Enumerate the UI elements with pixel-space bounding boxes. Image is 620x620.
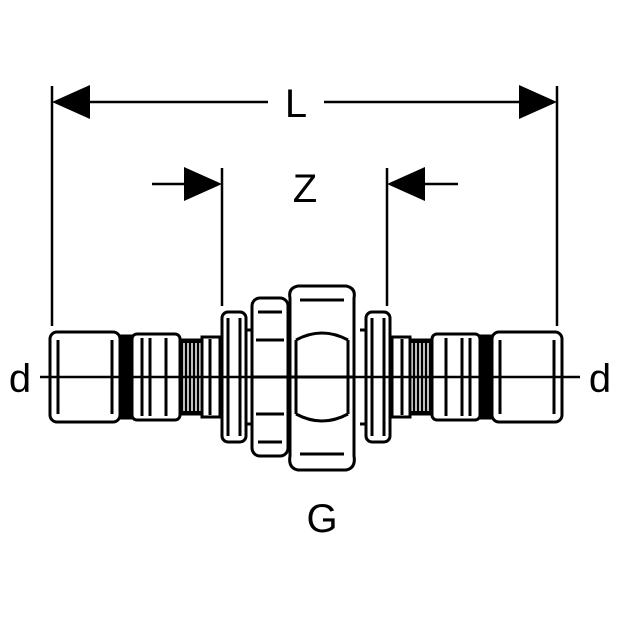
dimension-z-label: Z xyxy=(293,167,317,211)
hex-union-nut xyxy=(288,284,356,472)
dimension-l-line xyxy=(52,85,557,119)
arrow-right-icon xyxy=(184,167,222,201)
diameter-left-label: d xyxy=(9,357,31,401)
dimension-z-arrows xyxy=(152,167,458,201)
dimension-l-label: L xyxy=(285,82,307,126)
diameter-right-label: d xyxy=(589,357,611,401)
thread-size-label: G xyxy=(306,497,337,541)
extension-lines xyxy=(50,86,559,326)
arrow-right-icon xyxy=(519,85,557,119)
arrow-left-icon xyxy=(387,167,425,201)
arrow-left-icon xyxy=(52,85,90,119)
